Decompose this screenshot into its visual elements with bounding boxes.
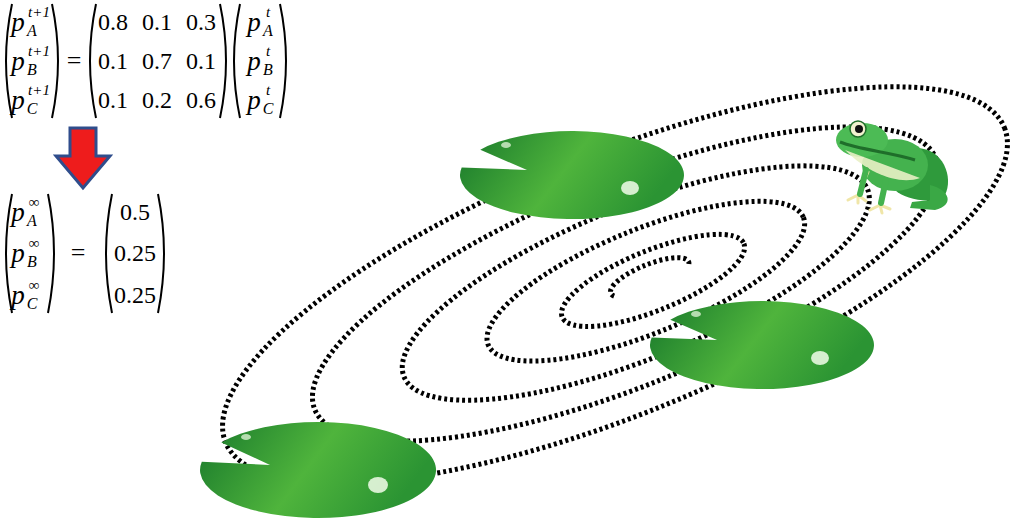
variable: p <box>11 282 25 309</box>
lily-pad <box>200 422 436 518</box>
variable: p <box>11 240 25 267</box>
variable: p <box>11 87 25 114</box>
matrix-entry: 0.1 <box>186 49 216 73</box>
superscript: ∞ <box>29 195 40 210</box>
vector-entry: 0.25 <box>114 241 156 265</box>
equals-sign: = <box>67 48 82 74</box>
variable: p <box>247 9 261 36</box>
dotted-spiral <box>177 7 1012 527</box>
lily-pad <box>650 301 874 389</box>
variable: p <box>247 87 261 114</box>
matrix-entry: 0.3 <box>186 10 216 34</box>
variable: p <box>11 48 25 75</box>
subscript: C <box>27 101 38 117</box>
subscript: A <box>27 213 37 229</box>
parentheses <box>6 4 286 313</box>
variable: p <box>247 48 261 75</box>
superscript: t+1 <box>28 5 50 20</box>
superscript: t+1 <box>28 83 50 98</box>
vector-entry: 0.5 <box>120 200 150 224</box>
superscript: t <box>266 83 270 98</box>
matrix-entry: 0.6 <box>186 88 216 112</box>
equals-sign: = <box>71 240 86 266</box>
subscript: A <box>27 23 37 39</box>
subscript: C <box>263 101 274 117</box>
matrix-entry: 0.7 <box>142 49 172 73</box>
variable: p <box>11 199 25 226</box>
subscript: B <box>27 62 37 78</box>
superscript: t <box>266 5 270 20</box>
variable: p <box>11 9 25 36</box>
superscript: ∞ <box>29 278 40 293</box>
subscript: A <box>263 23 273 39</box>
superscript: t+1 <box>28 44 50 59</box>
subscript: B <box>263 62 273 78</box>
matrix-entry: 0.1 <box>98 49 128 73</box>
down-arrow <box>56 128 110 188</box>
superscript: t <box>266 44 270 59</box>
subscript: C <box>27 296 38 312</box>
subscript: B <box>27 254 37 270</box>
superscript: ∞ <box>29 236 40 251</box>
matrix-entry: 0.8 <box>98 10 128 34</box>
matrix-entry: 0.1 <box>98 88 128 112</box>
matrix-entry: 0.2 <box>142 88 172 112</box>
lily-pad <box>460 131 684 219</box>
matrix-entry: 0.1 <box>142 10 172 34</box>
frog <box>836 121 948 213</box>
vector-entry: 0.25 <box>114 283 156 307</box>
